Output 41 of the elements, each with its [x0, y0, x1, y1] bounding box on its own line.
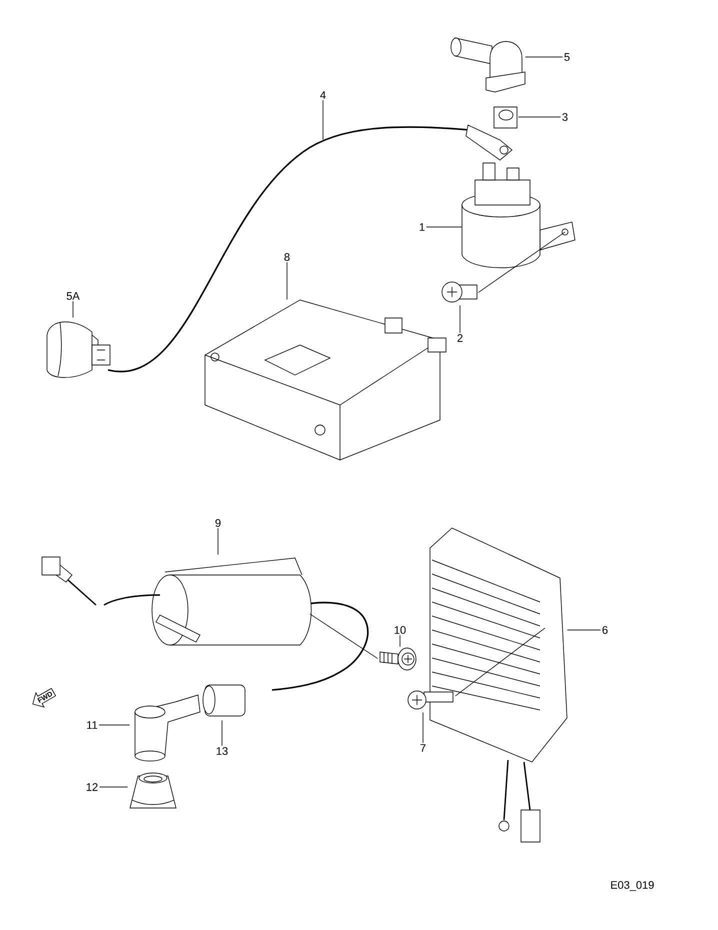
leader-line [422, 712, 424, 744]
control-unit-drawing [204, 300, 446, 460]
seal-drawing [202, 684, 246, 716]
solenoid-drawing [462, 162, 576, 268]
callout-number: 3 [562, 113, 568, 121]
cable-end-drawing [302, 124, 513, 160]
callout-number: 7 [420, 744, 426, 752]
leader-line [322, 100, 324, 140]
callout-number: 11 [87, 721, 98, 729]
leader-line [98, 724, 130, 726]
leader-line [426, 226, 462, 228]
plug-cap-drawing [134, 694, 200, 762]
cover-drawing [130, 772, 176, 808]
callout-number: 1 [420, 223, 425, 231]
nut-drawing [494, 106, 518, 128]
boot-drawing [46, 322, 110, 378]
callout-number: 9 [215, 519, 221, 527]
ignition-coil-drawing [42, 556, 369, 691]
callout-number: 8 [284, 253, 290, 261]
leader-line [99, 786, 128, 788]
bolt-drawing [442, 282, 478, 302]
leader-line [525, 56, 563, 58]
callout-number: 5A [66, 292, 80, 300]
callout-number: 6 [602, 626, 608, 634]
installation-line [478, 232, 566, 293]
callout-number: 12 [86, 783, 98, 791]
callout-number: 5 [564, 53, 570, 61]
leader-line [286, 262, 288, 300]
cap-drawing [450, 38, 526, 92]
callout-number: 4 [320, 91, 326, 99]
installation-line [455, 628, 546, 696]
installation-line [310, 614, 378, 659]
callout-number: 13 [216, 747, 228, 755]
callout-number: 10 [394, 626, 406, 634]
drawing-code: E03_019 [611, 881, 654, 891]
regulator-drawing [430, 528, 568, 842]
leader-line [72, 300, 74, 318]
screw-drawing [380, 648, 416, 670]
callout-number: 2 [457, 334, 462, 342]
bolt-drawing [408, 690, 454, 710]
leader-line [518, 116, 561, 118]
